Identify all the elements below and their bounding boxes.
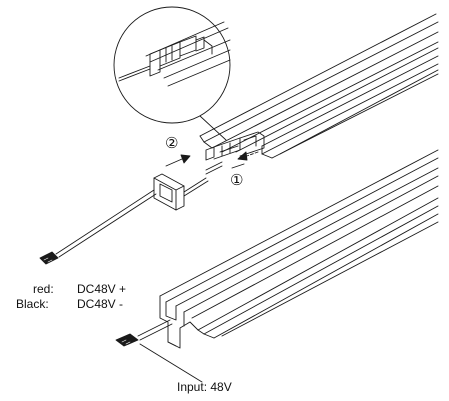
step-1-marker: ① [230,171,244,189]
black-wire-label: Black: [16,297,49,311]
input-leader-line [139,343,203,383]
lower-cable-plug [115,333,139,347]
lower-led-profile [159,149,439,349]
magnified-profile [118,21,231,87]
lower-cable [137,319,173,341]
step-2-marker: ② [165,134,179,152]
detail-magnifier [113,6,231,141]
red-wire-value: DC48V + [77,282,127,296]
magnifier-circle [113,6,231,124]
arrow-step-1 [231,151,259,169]
upper-led-profile [199,13,439,159]
upper-cable-plug [39,251,59,265]
input-voltage-label: Input: 48V [177,380,232,394]
arrow-step-2 [165,154,191,167]
black-wire-value: DC48V - [77,297,124,311]
red-wire-label: red: [33,282,54,296]
end-cap [153,173,185,211]
end-connector [205,131,265,161]
upper-cable [55,161,223,258]
magnifier-leader-line [199,115,227,141]
